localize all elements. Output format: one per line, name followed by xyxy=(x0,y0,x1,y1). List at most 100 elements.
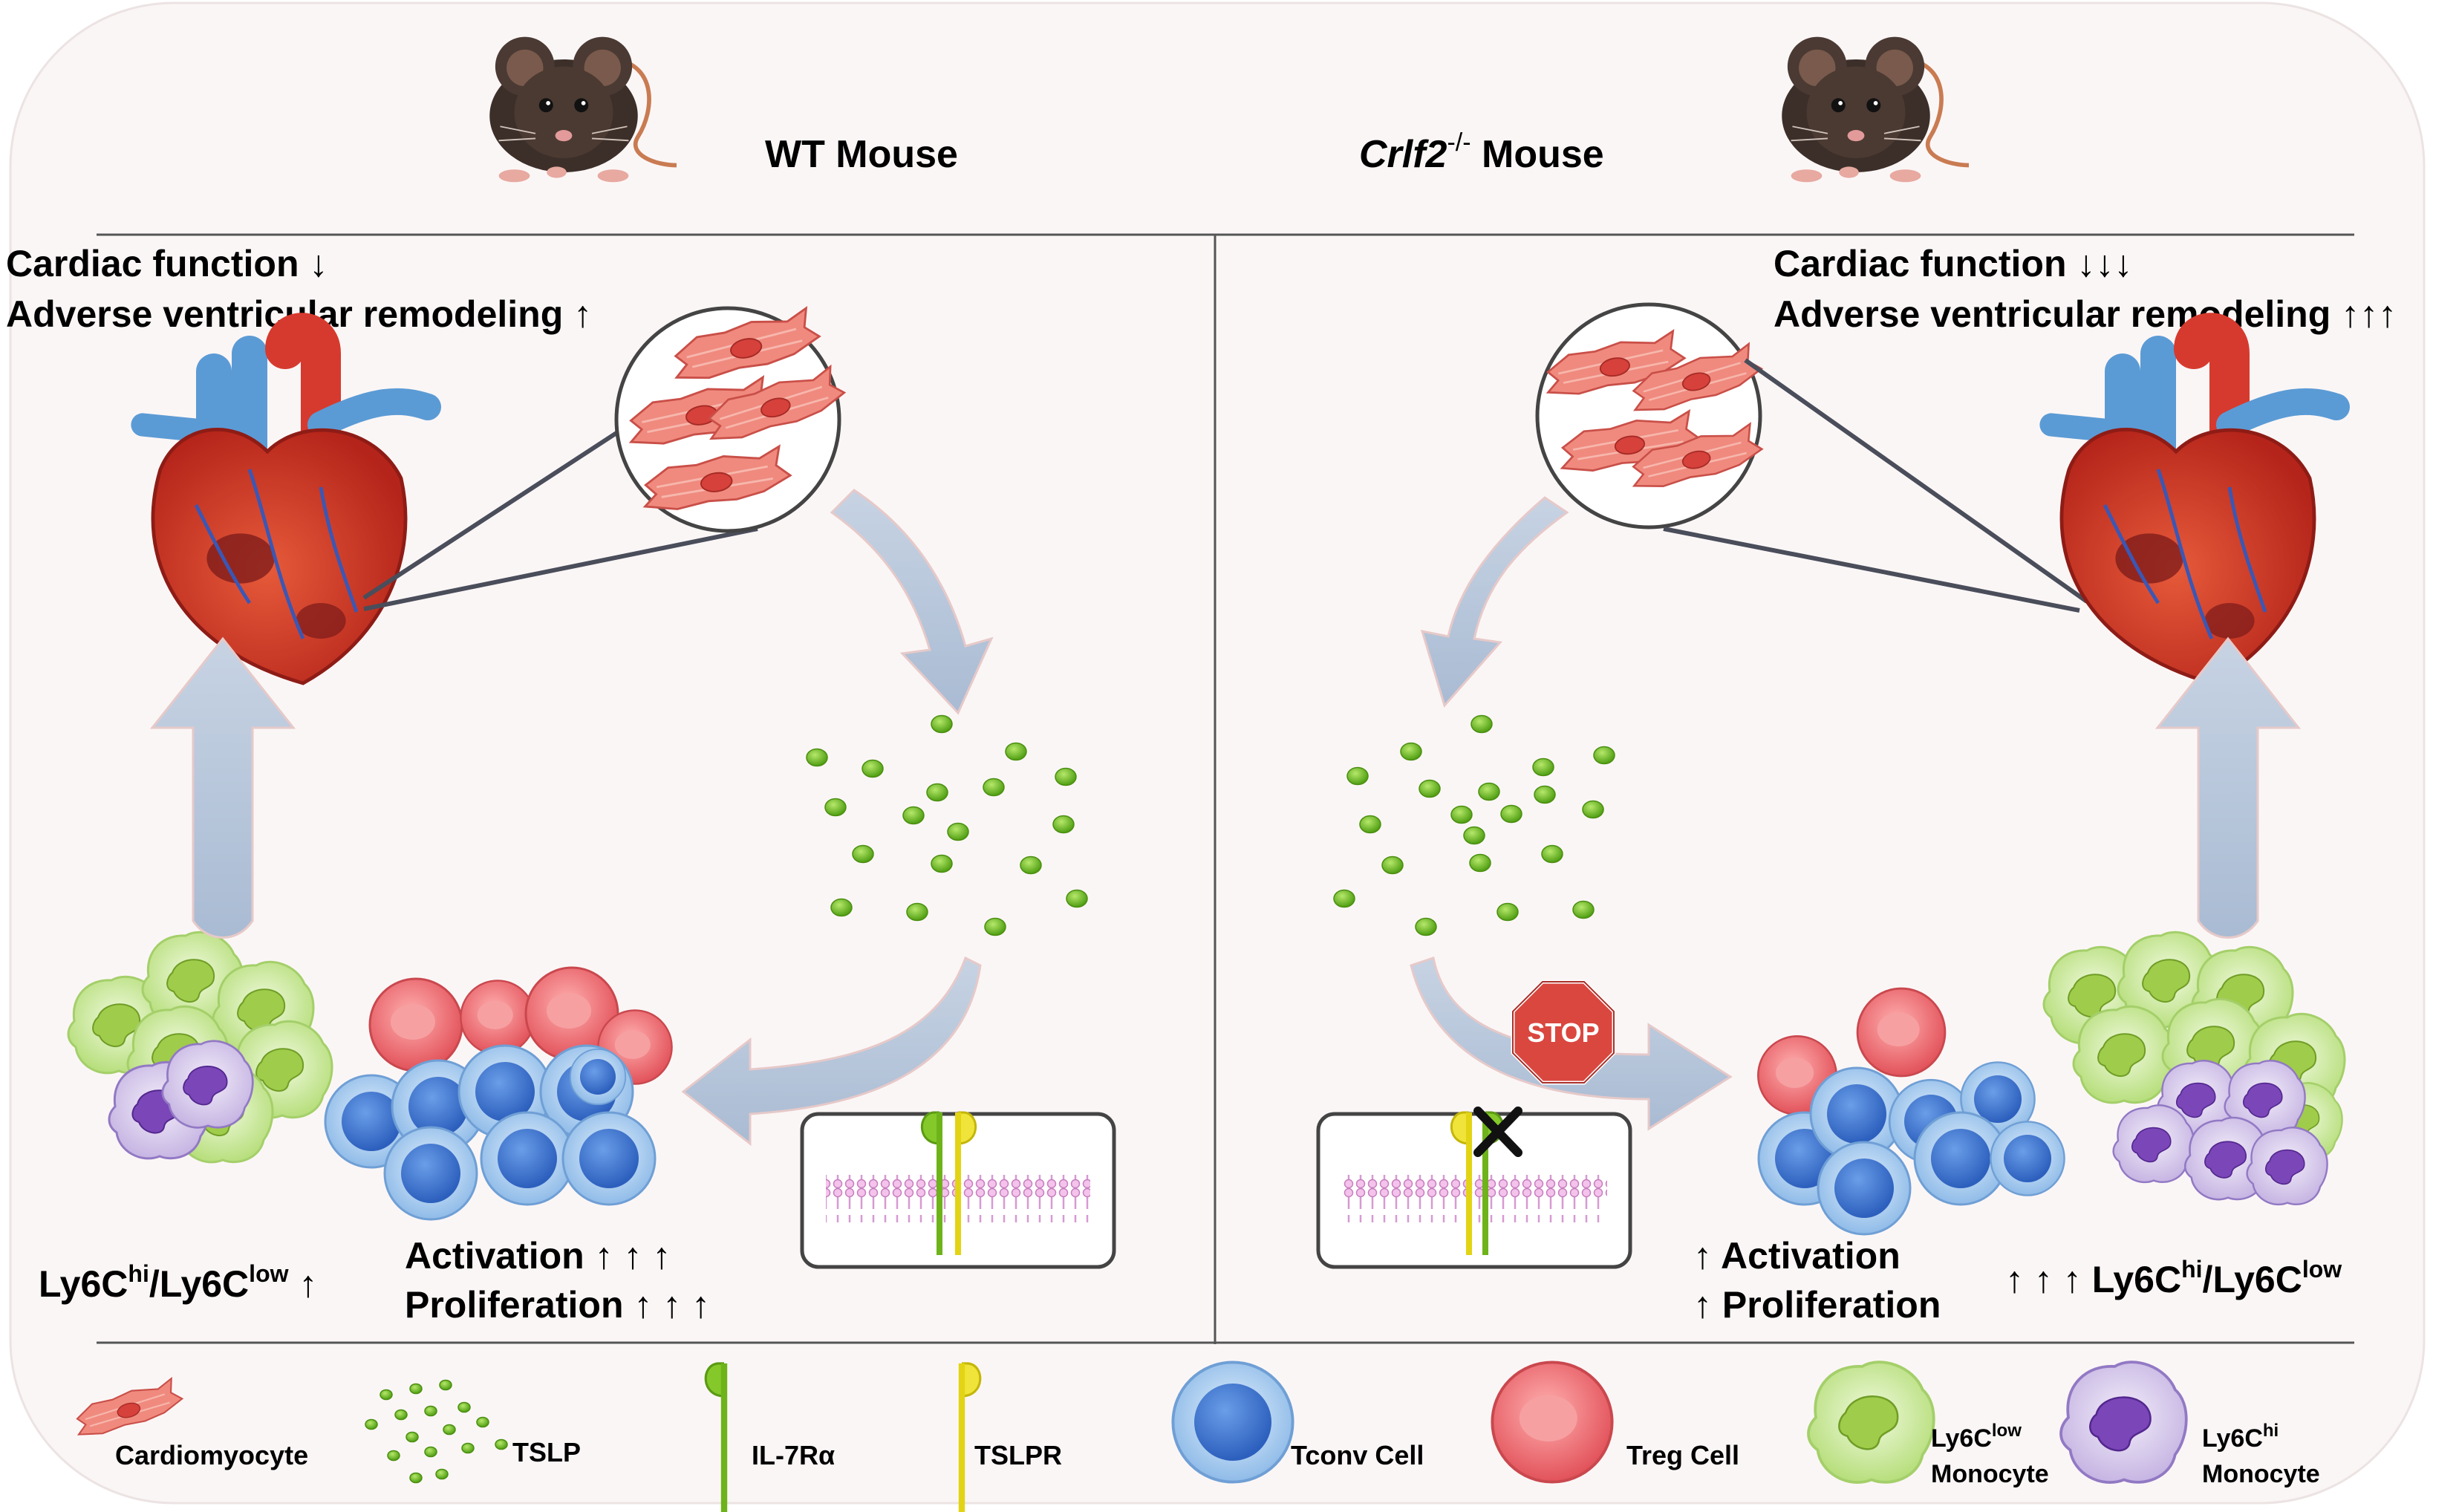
tslp-dot xyxy=(902,806,925,825)
tslp-dot xyxy=(1020,856,1042,875)
tslp-dot xyxy=(380,1389,393,1401)
svg-text:Tconv Cell: Tconv Cell xyxy=(1291,1440,1424,1470)
ko-tslp-cluster xyxy=(1333,714,1615,936)
ko-activation: ↑ Activation xyxy=(1693,1235,1901,1277)
ko-remodeling: Adverse ventricular remodeling ↑↑↑ xyxy=(1774,293,2397,335)
svg-text:Ly6Chi: Ly6Chi xyxy=(2202,1421,2279,1453)
ko-zoom-line-top xyxy=(1744,358,2088,604)
tslp-dot xyxy=(1470,714,1493,734)
tconv-cell-icon xyxy=(1171,1361,1294,1484)
tslp-dot xyxy=(862,759,884,778)
svg-text:Monocyte: Monocyte xyxy=(1931,1460,2049,1488)
tslp-dot xyxy=(1534,785,1556,804)
tslp-dot xyxy=(394,1409,408,1421)
tslp-dot xyxy=(495,1438,508,1450)
ko-cardiac-function: Cardiac function ↓↓↓ xyxy=(1774,243,2132,284)
stop-sign-icon: STOP xyxy=(1511,980,1616,1085)
ko-title: Crlf2-/- Mouse xyxy=(1359,128,1604,176)
wt-panel: WT Mouse Cardiac function ↓ Adverse vent… xyxy=(6,37,1116,1326)
tslp-dot xyxy=(1359,815,1381,834)
ko-panel: Crlf2-/- Mouse Cardiac function ↓↓↓ Adve… xyxy=(1316,37,2397,1326)
tslp-dot xyxy=(984,917,1006,936)
tslp-dot xyxy=(409,1472,423,1484)
tslp-dot xyxy=(424,1405,437,1417)
svg-text:TSLPR: TSLPR xyxy=(974,1440,1062,1470)
ko-proliferation: ↑ Proliferation xyxy=(1693,1284,1941,1326)
tslp-dot xyxy=(1419,779,1441,798)
tslp-dot xyxy=(406,1431,419,1443)
ko-receptor-box xyxy=(1316,1107,1632,1269)
tslp-dot xyxy=(439,1379,452,1391)
wt-cardiomyocyte-zoom xyxy=(614,305,850,533)
tslp-dot xyxy=(931,714,953,734)
svg-text:TSLP: TSLP xyxy=(512,1437,581,1467)
tslp-dot xyxy=(1381,856,1404,875)
tslp-dot xyxy=(1532,757,1554,777)
ko-arrow-to-tcells xyxy=(1410,957,1733,1131)
wt-arrow-to-tcells xyxy=(681,956,982,1147)
ko-ratio-label: ↑ ↑ ↑ Ly6Chi/Ly6Clow xyxy=(2005,1256,2342,1300)
svg-text:Ly6Clow: Ly6Clow xyxy=(1931,1421,2022,1453)
tslp-dot xyxy=(1346,766,1369,786)
tslp-dot xyxy=(1541,844,1563,864)
tslp-dot xyxy=(906,902,928,922)
tslp-dot xyxy=(931,854,953,873)
tslp-dot xyxy=(1400,742,1422,761)
legend-treg: Treg Cell xyxy=(1491,1361,1739,1484)
svg-text:Cardiomyocyte: Cardiomyocyte xyxy=(115,1440,308,1470)
wt-activation: Activation ↑ ↑ ↑ xyxy=(405,1235,671,1277)
tslp-dot xyxy=(387,1450,400,1462)
legend-ly6c-low: Ly6Clow Monocyte xyxy=(1807,1361,2049,1488)
legend-tconv: Tconv Cell xyxy=(1171,1361,1424,1484)
tslp-dot xyxy=(1496,902,1519,922)
tslp-dot xyxy=(476,1416,489,1428)
ko-arrow-secretion xyxy=(1420,496,1569,708)
tslp-dot xyxy=(461,1442,475,1454)
ko-arrow-up xyxy=(2155,636,2302,939)
tslp-dot xyxy=(926,783,948,802)
wt-title: WT Mouse xyxy=(765,133,958,176)
legend-tslp: TSLP xyxy=(365,1379,581,1484)
wt-ratio-label: Ly6Chi/Ly6Clow ↑ xyxy=(39,1260,317,1305)
tslp-dot xyxy=(1478,782,1500,801)
tslp-dot xyxy=(1333,889,1355,908)
tslp-dot xyxy=(409,1383,423,1395)
svg-text:IL-7Rα: IL-7Rα xyxy=(752,1440,835,1470)
svg-text:STOP: STOP xyxy=(1527,1017,1599,1048)
legend: Cardiomyocyte TSLP IL-7Rα TSLPR Tconv Ce… xyxy=(70,1361,2320,1512)
tslp-dot xyxy=(824,798,847,817)
tslp-dot xyxy=(852,844,874,864)
tslp-dot xyxy=(443,1424,456,1436)
tslp-dot xyxy=(1593,746,1615,765)
ly6c-hi-monocyte-icon xyxy=(2059,1361,2188,1485)
tslp-dot xyxy=(806,748,828,767)
wt-cardiac-function: Cardiac function ↓ xyxy=(6,243,328,284)
wt-proliferation: Proliferation ↑ ↑ ↑ xyxy=(405,1284,710,1326)
wt-zoom-line-bottom xyxy=(363,527,758,611)
treg-cell-icon xyxy=(1491,1361,1614,1484)
tslp-dot xyxy=(1469,853,1491,873)
wt-receptor-box xyxy=(800,1112,1116,1269)
wt-arrow-up xyxy=(149,636,296,939)
tslp-dot xyxy=(424,1446,437,1458)
legend-il7ra: IL-7Rα xyxy=(706,1363,835,1512)
tslp-dot xyxy=(1572,900,1595,919)
tslp-dot xyxy=(457,1401,471,1413)
legend-ly6c-hi: Ly6Chi Monocyte xyxy=(2059,1361,2320,1488)
tslp-dot xyxy=(1415,917,1437,936)
ly6c-low-monocyte-icon xyxy=(1807,1361,1935,1485)
tslp-dot xyxy=(1066,889,1088,908)
ko-zoom-line-bottom xyxy=(1663,527,2080,613)
ko-cardiomyocyte-zoom xyxy=(1535,302,1767,529)
tslp-dot xyxy=(1582,800,1604,819)
tslp-dot xyxy=(947,822,969,841)
tslp-dot xyxy=(1463,826,1485,845)
wt-tslp-cluster xyxy=(806,714,1088,936)
tslp-dot xyxy=(1055,767,1077,786)
tslp-dots-icon xyxy=(365,1379,508,1484)
tslp-dot xyxy=(1052,815,1075,834)
legend-cardiomyocyte: Cardiomyocyte xyxy=(70,1376,308,1470)
tslp-dot xyxy=(365,1418,378,1430)
svg-text:Treg Cell: Treg Cell xyxy=(1626,1440,1739,1470)
